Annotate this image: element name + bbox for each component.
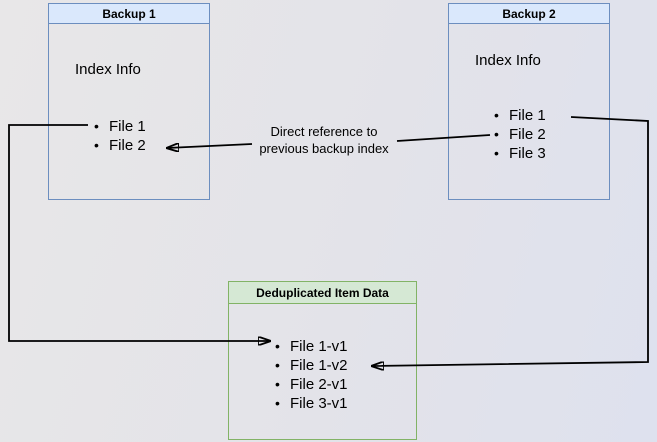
file-label: File 3	[509, 145, 546, 162]
bullet-marker: •	[275, 376, 280, 392]
list-item: • File 2	[94, 136, 146, 155]
list-item: • File 3	[494, 144, 546, 163]
list-item: • File 2-v1	[275, 375, 348, 394]
bullet-marker: •	[94, 118, 99, 134]
bullet-marker: •	[94, 137, 99, 153]
backup2-file-list: • File 1 • File 2 • File 3	[494, 106, 546, 163]
file-label: File 1	[509, 107, 546, 124]
backup1-index-info-label: Index Info	[75, 61, 141, 78]
bullet-marker: •	[494, 126, 499, 142]
file-label: File 1-v1	[290, 338, 348, 355]
file-label: File 1-v2	[290, 357, 348, 374]
list-item: • File 1	[94, 117, 146, 136]
file-label: File 2	[109, 137, 146, 154]
file-label: File 2	[509, 126, 546, 143]
direct-reference-annotation: Direct reference to previous backup inde…	[243, 123, 405, 157]
dedup-file-list: • File 1-v1 • File 1-v2 • File 2-v1 • Fi…	[275, 337, 348, 413]
backup2-index-info-label: Index Info	[475, 52, 541, 69]
list-item: • File 2	[494, 125, 546, 144]
file-label: File 3-v1	[290, 395, 348, 412]
list-item: • File 3-v1	[275, 394, 348, 413]
backup1-title: Backup 1	[49, 4, 209, 24]
backup2-title: Backup 2	[449, 4, 609, 24]
bullet-marker: •	[275, 338, 280, 354]
backup2-box: Backup 2 Index Info • File 1 • File 2 • …	[448, 3, 610, 200]
list-item: • File 1-v1	[275, 337, 348, 356]
file-label: File 1	[109, 118, 146, 135]
bullet-marker: •	[494, 145, 499, 161]
backup1-box: Backup 1 Index Info • File 1 • File 2	[48, 3, 210, 200]
annotation-line2: previous backup index	[259, 141, 389, 156]
dedup-title: Deduplicated Item Data	[229, 282, 416, 304]
backup1-file-list: • File 1 • File 2	[94, 117, 146, 155]
file-label: File 2-v1	[290, 376, 348, 393]
dedup-box: Deduplicated Item Data • File 1-v1 • Fil…	[228, 281, 417, 440]
bullet-marker: •	[275, 395, 280, 411]
bullet-marker: •	[494, 107, 499, 123]
list-item: • File 1	[494, 106, 546, 125]
list-item: • File 1-v2	[275, 356, 348, 375]
annotation-line1: Direct reference to	[270, 124, 378, 139]
bullet-marker: •	[275, 357, 280, 373]
